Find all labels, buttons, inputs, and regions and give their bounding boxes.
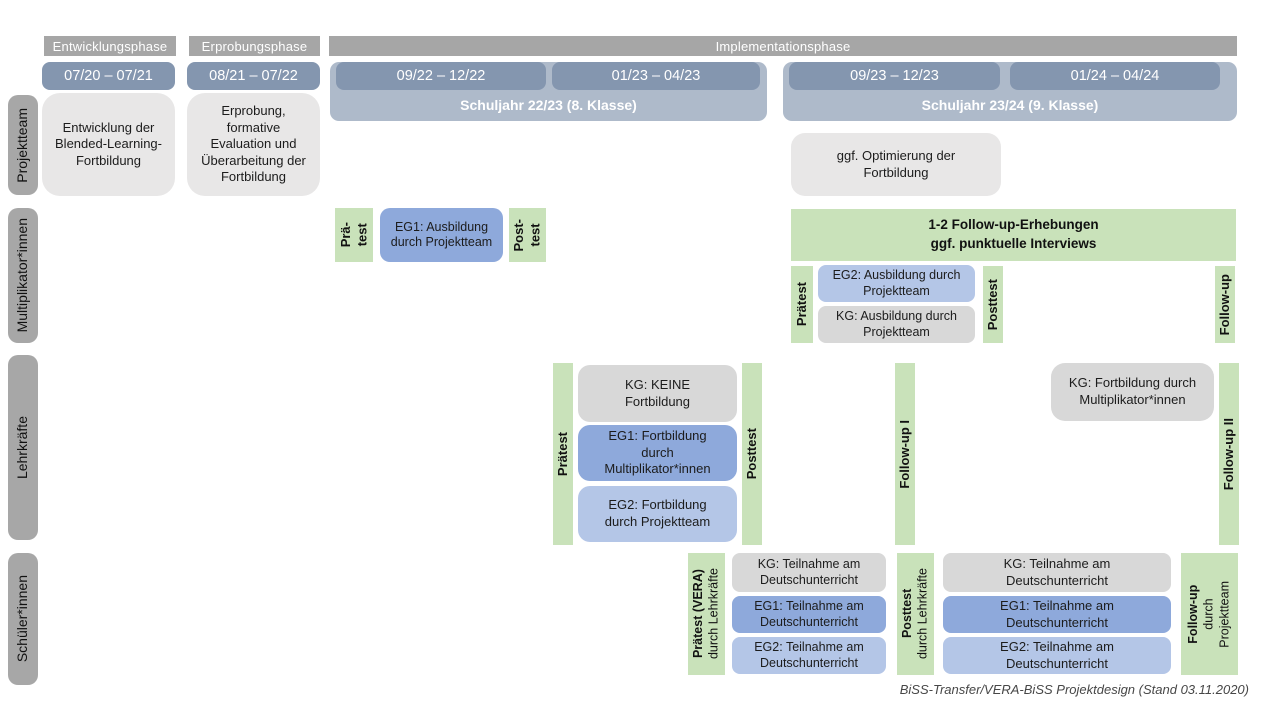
box-text: KG: KEINE Fortbildung	[624, 376, 691, 409]
schueler-eg1b-box: EG1: Teilnahme am Deutschunterricht	[943, 596, 1171, 633]
multiplikator-followup-header: 1-2 Follow-up-Erhebungen ggf. punktuelle…	[791, 209, 1236, 261]
date-range-0821-0722: 08/21 – 07/22	[187, 62, 320, 90]
vtext-line: Follow-up I	[896, 419, 912, 489]
box-text: EG1: Fortbildung durch Multiplikator*inn…	[604, 428, 711, 477]
vtext-line: Projektteam	[1217, 580, 1232, 648]
date-label: 01/23 – 04/23	[611, 68, 701, 84]
row-label-text: Multiplikator*innen	[14, 218, 31, 333]
vtext-line: Prätest	[554, 431, 570, 477]
lehrkraefte-kg-box: KG: KEINE Fortbildung	[578, 365, 737, 422]
phase-bar-entwicklungsphase: Entwicklungsphase	[44, 36, 176, 56]
phase-bar-erprobungsphase: Erprobungsphase	[189, 36, 320, 56]
date-range-0124-0424: 01/24 – 04/24	[1010, 62, 1220, 90]
date-range-0923-1223: 09/23 – 12/23	[789, 62, 1000, 90]
schuljahr-label: Schuljahr 23/24 (9. Klasse)	[921, 97, 1099, 113]
row-label-lehrkraefte: Lehrkräfte	[8, 355, 38, 540]
lehrkraefte-followup1-bar: Follow-up I	[895, 363, 915, 545]
box-text: EG2: Ausbildung durch Projektteam	[832, 268, 961, 298]
phase-label: Entwicklungsphase	[52, 38, 168, 54]
multiplikator-posttest2-bar: Posttest	[983, 266, 1003, 343]
vtext-line: durch	[1201, 598, 1216, 630]
date-label: 01/24 – 04/24	[1070, 68, 1160, 84]
multiplikator-posttest-bar: Post-test	[509, 208, 546, 262]
schueler-kg1-box: KG: Teilnahme am Deutschunterricht	[732, 553, 886, 592]
schueler-kg2-box: KG: Teilnahme am Deutschunterricht	[943, 553, 1171, 592]
box-text: EG1: Teilnahme am Deutschunterricht	[1000, 597, 1114, 630]
box-text: ggf. Optimierung der Fortbildung	[836, 147, 956, 180]
date-range-0922-1222: 09/22 – 12/22	[336, 62, 546, 90]
box-text: EG2: Teilnahme am Deutschunterricht	[1000, 638, 1114, 671]
box-text: KG: Fortbildung durch Multiplikator*inne…	[1068, 375, 1197, 407]
multiplikator-eg1-box: EG1: Ausbildung durch Projektteam	[380, 208, 503, 262]
vtext-line: Posttest	[984, 278, 1000, 331]
lehrkraefte-kg2-box: KG: Fortbildung durch Multiplikator*inne…	[1051, 363, 1214, 421]
phase-label: Implementationsphase	[715, 38, 851, 54]
box-text: KG: Ausbildung durch Projektteam	[836, 309, 957, 339]
vtext-line: durch Lehrkräfte	[706, 568, 721, 660]
schueler-praetest-bar: Prätest (VERA)durch Lehrkräfte	[688, 553, 725, 675]
projektteam-erprobung-box: Erprobung, formative Evaluation und Über…	[187, 93, 320, 196]
box-text: Entwicklung der Blended-Learning-Fortbil…	[55, 119, 162, 168]
box-text: EG2: Teilnahme am Deutschunterricht	[754, 640, 864, 670]
multiplikator-eg2-box: EG2: Ausbildung durch Projektteam	[818, 265, 975, 302]
vtext-line: Prätest (VERA)	[690, 569, 705, 659]
schueler-eg2b-box: EG2: Teilnahme am Deutschunterricht	[943, 637, 1171, 674]
row-label-text: Projektteam	[14, 107, 31, 183]
caption: BiSS-Transfer/VERA-BiSS Projektdesign (S…	[900, 682, 1249, 697]
vtext-line: durch Lehrkräfte	[915, 568, 930, 660]
box-text: KG: Teilnahme am Deutschunterricht	[757, 557, 861, 587]
lehrkraefte-posttest-bar: Posttest	[742, 363, 762, 545]
date-label: 08/21 – 07/22	[209, 68, 298, 84]
phase-bar-implementationsphase: Implementationsphase	[329, 36, 1237, 56]
vtext-line: Follow-up II	[1220, 417, 1236, 491]
box-text: KG: Teilnahme am Deutschunterricht	[1003, 555, 1111, 588]
projektteam-entwicklung-box: Entwicklung der Blended-Learning-Fortbil…	[42, 93, 175, 196]
schuljahr-label: Schuljahr 22/23 (8. Klasse)	[460, 97, 637, 113]
lehrkraefte-eg2-box: EG2: Fortbildung durch Projektteam	[578, 486, 737, 542]
date-range-0720-0721: 07/20 – 07/21	[42, 62, 175, 90]
row-label-schueler: Schüler*innen	[8, 553, 38, 685]
header-line: ggf. punktuelle Interviews	[930, 236, 1097, 251]
box-text: Erprobung, formative Evaluation und Über…	[201, 102, 306, 185]
header-line: 1-2 Follow-up-Erhebungen	[928, 217, 1099, 233]
vtext-line: Follow-up	[1186, 584, 1201, 644]
vtext-line: Prä-	[337, 222, 353, 248]
multiplikator-followup-bar: Follow-up	[1215, 266, 1235, 343]
box-text: EG2: Fortbildung durch Projektteam	[604, 497, 711, 529]
multiplikator-kg-box: KG: Ausbildung durch Projektteam	[818, 306, 975, 343]
multiplikator-praetest-bar: Prä-test	[335, 208, 373, 262]
caption-text: BiSS-Transfer/VERA-BiSS Projektdesign (S…	[899, 682, 1249, 697]
schueler-eg1a-box: EG1: Teilnahme am Deutschunterricht	[732, 596, 886, 633]
vtext-line: Prätest	[793, 282, 809, 327]
date-range-0123-0423: 01/23 – 04/23	[552, 62, 760, 90]
row-label-text: Schüler*innen	[14, 575, 31, 663]
multiplikator-praetest2-bar: Prätest	[791, 266, 813, 343]
phase-label: Erprobungsphase	[201, 38, 308, 54]
lehrkraefte-praetest-bar: Prätest	[553, 363, 573, 545]
vtext-line: Posttest	[743, 428, 759, 480]
vtext-line: test	[354, 223, 369, 247]
date-label: 09/22 – 12/22	[396, 68, 486, 84]
box-text: EG1: Ausbildung durch Projektteam	[390, 219, 493, 249]
projektteam-optimierung-box: ggf. Optimierung der Fortbildung	[791, 133, 1001, 196]
row-label-text: Lehrkräfte	[14, 415, 31, 480]
schueler-eg2a-box: EG2: Teilnahme am Deutschunterricht	[732, 637, 886, 674]
vtext-line: test	[527, 223, 543, 247]
row-label-multiplikatoren: Multiplikator*innen	[8, 208, 38, 343]
lehrkraefte-followup2-bar: Follow-up II	[1219, 363, 1239, 545]
date-label: 07/20 – 07/21	[64, 68, 153, 84]
vtext-line: Post-	[511, 218, 527, 252]
row-label-projektteam: Projektteam	[8, 95, 38, 195]
lehrkraefte-eg1-box: EG1: Fortbildung durch Multiplikator*inn…	[578, 425, 737, 481]
vtext-line: Posttest	[899, 589, 914, 639]
vtext-line: Follow-up	[1216, 273, 1232, 336]
box-text: EG1: Teilnahme am Deutschunterricht	[754, 599, 864, 629]
date-label: 09/23 – 12/23	[850, 68, 939, 84]
